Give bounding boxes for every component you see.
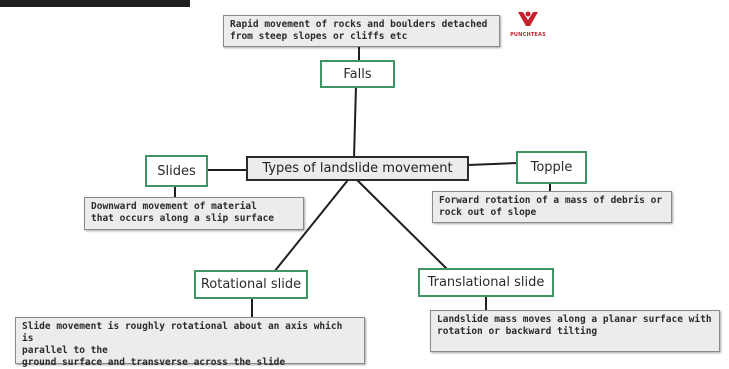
logo: PUNCHTEAS	[503, 10, 553, 44]
rotational-slide-label: Rotational slide	[194, 270, 308, 299]
falls-description: Rapid movement of rocks and boulders det…	[223, 15, 500, 47]
translational-slide-description: Landslide mass moves along a planar surf…	[430, 310, 720, 352]
connector-center-falls	[353, 85, 357, 159]
center-topic: Types of landslide movement	[246, 156, 469, 181]
logo-text: PUNCHTEAS	[510, 32, 546, 38]
rotational-slide-description: Slide movement is roughly rotational abo…	[15, 317, 365, 368]
slides-description: Downward movement of material that occur…	[84, 197, 304, 230]
logo-mark-icon	[518, 11, 538, 26]
connector-center-rotational	[273, 174, 353, 273]
translational-slide-label: Translational slide	[418, 268, 554, 297]
connector-center-translational	[351, 174, 449, 271]
topple-label: Topple	[516, 151, 587, 184]
slides-label: Slides	[145, 155, 208, 187]
topple-description: Forward rotation of a mass of debris or …	[432, 191, 672, 223]
falls-label: Falls	[320, 60, 395, 88]
connector-center-topple	[467, 162, 518, 166]
top-edge-strip	[0, 0, 190, 7]
